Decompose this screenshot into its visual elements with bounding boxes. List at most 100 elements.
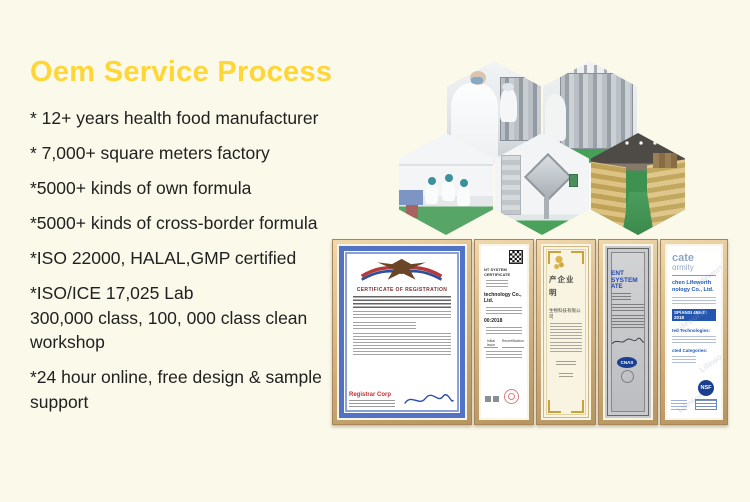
company-text-lines xyxy=(353,296,451,308)
worker-figure xyxy=(425,177,439,204)
certificate-of-conformity: Lifeworth Lifeworth Lifeworth Lifeworth … xyxy=(667,246,721,418)
certificate-heading: 产企业 xyxy=(549,275,575,284)
certificate-title: ENT SYSTEM xyxy=(611,270,638,284)
carton-stack xyxy=(653,153,678,168)
platform-stairs xyxy=(500,155,522,215)
issuer-address-lines xyxy=(349,400,395,409)
feature-item: *5000+ kinds of own formula xyxy=(30,178,252,198)
worker-figure xyxy=(544,93,566,141)
gold-corner-ornament xyxy=(571,251,584,264)
text-lines xyxy=(486,307,522,315)
pipes-graphic xyxy=(563,65,621,76)
text-lines xyxy=(672,296,716,305)
eagle-emblem-icon xyxy=(361,258,443,281)
certificate-mat: CERTIFICATE OF REGISTRATION Registrar Co… xyxy=(337,244,467,420)
text-lines xyxy=(486,327,522,335)
control-panel xyxy=(568,173,578,187)
divider xyxy=(672,275,716,276)
feature-list: * 12+ years health food manufacturer * 7… xyxy=(30,106,360,425)
feature-item: *24 hour online, free design & sample su… xyxy=(30,367,322,412)
text-lines xyxy=(612,315,644,329)
round-stamp-icon xyxy=(621,370,634,383)
feature-item: *ISO/ICE 17,025 Lab 300,000 class, 100, … xyxy=(30,283,308,352)
text-lines xyxy=(353,333,451,355)
company-name: 生物科技有限公司 xyxy=(549,308,581,319)
section-label: cted Categories: xyxy=(672,347,708,353)
signature-icon xyxy=(611,337,645,345)
nsf-info-box xyxy=(695,399,717,410)
text-lines xyxy=(550,323,582,339)
feature-item: *ISO 22000, HALAL,GMP certified xyxy=(30,248,297,268)
text-lines xyxy=(353,322,416,330)
blender-stand xyxy=(543,196,549,219)
issue-columns: Initial Issue Recertification xyxy=(484,339,524,348)
bag-stack xyxy=(591,160,627,229)
photo-hex-warehouse xyxy=(591,133,685,235)
text-lines xyxy=(672,355,697,364)
standard-ref: 00:2018 xyxy=(484,318,503,324)
certificates-row: CERTIFICATE OF REGISTRATION Registrar Co… xyxy=(332,239,728,425)
feature-item: * 7,000+ square meters factory xyxy=(30,143,270,163)
recertification-label: Recertification xyxy=(501,339,524,348)
issuer-block: Registrar Corp xyxy=(349,392,395,409)
certificate-china-manufacturer: 产企业 明 生物科技有限公司 xyxy=(543,246,589,418)
ceiling-lights xyxy=(606,140,670,147)
text-lines xyxy=(550,342,582,354)
issuer-logo-text: Registrar Corp xyxy=(349,392,392,398)
certificate-title: CERTIFICATE OF REGISTRATION xyxy=(356,287,448,293)
gold-corner-ornament xyxy=(571,400,584,413)
certificate-mat: Lifeworth Lifeworth Lifeworth Lifeworth … xyxy=(665,244,723,420)
certificate-fda-registration: CERTIFICATE OF REGISTRATION Registrar Co… xyxy=(339,246,465,418)
gold-corner-ornament xyxy=(548,400,561,413)
text-lines xyxy=(612,304,644,312)
certificate-mat: NT SYSTEM CERTIFICATE technology Co., Lt… xyxy=(479,244,529,420)
certificate-mat: ENT SYSTEM ATE CNAS xyxy=(603,244,653,420)
certificate-frame-fda: CERTIFICATE OF REGISTRATION Registrar Co… xyxy=(332,239,472,425)
standard-ref: SP/ANSI 455-2 : 2018 xyxy=(672,308,716,321)
text-lines xyxy=(353,311,451,319)
accreditation-logos xyxy=(485,396,499,402)
wall-line xyxy=(399,163,493,166)
page-title: Oem Service Process xyxy=(30,56,333,88)
section-label: ted Technologies: xyxy=(672,327,711,333)
worker-mask xyxy=(471,77,484,85)
text-lines xyxy=(486,280,508,288)
blender-graphic xyxy=(523,152,572,201)
certificate-frame-conformity: Lifeworth Lifeworth Lifeworth Lifeworth … xyxy=(660,239,728,425)
text-lines xyxy=(486,351,522,359)
qr-code-icon xyxy=(509,250,523,264)
certificate-management-system-grey: ENT SYSTEM ATE CNAS xyxy=(605,246,651,418)
company-name: chen Lifeworth xyxy=(672,280,712,286)
gold-corner-ornament xyxy=(548,251,561,264)
cnas-logo: CNAS xyxy=(617,357,637,368)
initial-issue-label: Initial Issue xyxy=(484,339,498,348)
nsf-logo: NSF xyxy=(698,380,714,396)
certificate-management-system: NT SYSTEM CERTIFICATE technology Co., Lt… xyxy=(481,246,527,418)
certificate-frame-china: 产企业 明 生物科技有限公司 xyxy=(536,239,596,425)
certificate-title: cate xyxy=(672,252,695,264)
feature-item: *5000+ kinds of cross-border formula xyxy=(30,213,318,233)
date-line xyxy=(559,373,573,378)
certificate-title: ATE xyxy=(611,284,623,290)
worker-cap xyxy=(501,83,514,92)
text-lines xyxy=(612,293,631,301)
certificate-mat: 产企业 明 生物科技有限公司 xyxy=(541,244,591,420)
machinery-graphic xyxy=(559,73,634,149)
bag-stack xyxy=(647,158,685,229)
company-name: technology Co., Ltd. xyxy=(484,292,522,304)
certificate-footer: Registrar Corp xyxy=(349,391,455,409)
certificate-frame-system: NT SYSTEM CERTIFICATE technology Co., Lt… xyxy=(474,239,534,425)
certificate-frame-system-grey: ENT SYSTEM ATE CNAS xyxy=(598,239,658,425)
certificate-heading: 明 xyxy=(549,288,557,297)
authority-line xyxy=(555,361,577,366)
worker-figure xyxy=(499,87,517,123)
worker-figure xyxy=(457,179,471,207)
signature-icon xyxy=(404,394,454,404)
certificate-title: NT SYSTEM CERTIFICATE xyxy=(484,267,511,277)
footer-lines xyxy=(671,400,687,410)
company-name: nology Co., Ltd. xyxy=(672,286,714,293)
worker-figure xyxy=(442,173,456,201)
feature-item: * 12+ years health food manufacturer xyxy=(30,108,319,128)
text-lines xyxy=(672,335,716,344)
